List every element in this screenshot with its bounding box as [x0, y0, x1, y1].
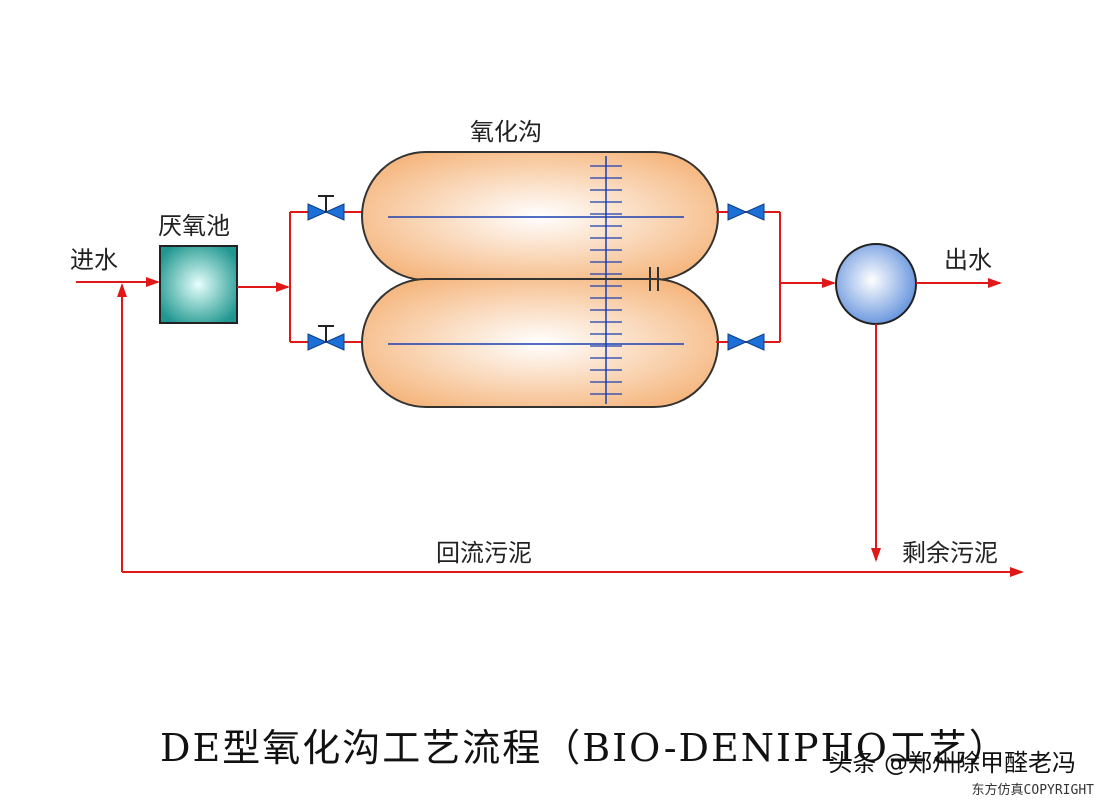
ditch-lower-lane: [361, 278, 719, 408]
clarifier-icon: [835, 243, 917, 325]
gate-valve-icon[interactable]: [727, 333, 765, 351]
gate-valve-icon[interactable]: [307, 195, 345, 221]
oxidation-ditch-icon: [361, 151, 719, 408]
aerator-ticks: [590, 165, 622, 395]
gate-valve-icon[interactable]: [727, 203, 765, 221]
return-sludge-label: 回流污泥: [436, 539, 532, 567]
gate-valve-icon[interactable]: [307, 325, 345, 351]
anaerobic-tank-label: 厌氧池: [158, 212, 230, 240]
excess-sludge-label: 剩余污泥: [902, 539, 998, 567]
watermark: 头条 @郑州除甲醛老冯: [828, 749, 1076, 777]
outflow-label: 出水: [944, 246, 992, 274]
copyright-notice: 东方仿真COPYRIGHT: [971, 783, 1094, 798]
inflow-label: 进水: [70, 246, 118, 274]
ditch-upper-lane: [361, 151, 719, 281]
anaerobic-tank-icon: [159, 245, 238, 324]
diagram-title: DE型氧化沟工艺流程（BIO-DENIPHO工艺）: [160, 726, 1009, 770]
oxidation-ditch-label: 氧化沟: [470, 118, 542, 146]
